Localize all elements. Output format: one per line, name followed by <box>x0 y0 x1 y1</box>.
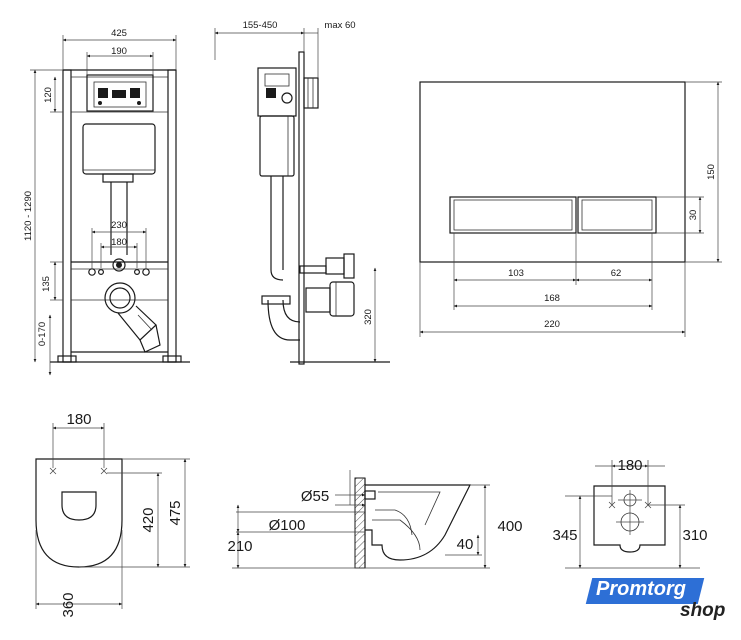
drain-height-label: 320 <box>363 309 374 325</box>
inlet-diameter-label: Ø55 <box>301 488 329 505</box>
side-depth-label: 155-450 <box>243 20 278 31</box>
bowl-rear-view <box>593 485 666 553</box>
bowl-height-label: 400 <box>497 518 522 535</box>
frame-width-label: 425 <box>111 28 127 39</box>
rear-mount-height-label: 345 <box>552 527 577 544</box>
plate-height-label: 150 <box>706 164 717 180</box>
button-height-label: 30 <box>688 210 699 221</box>
stud-spacing-narrow-label: 180 <box>111 237 127 248</box>
bowl-rear-dimensions: 180 345 310 <box>552 457 708 569</box>
bowl-length-outer-label: 475 <box>167 500 184 525</box>
bowl-width-label: 360 <box>60 592 77 617</box>
buttons-total-label: 168 <box>544 293 560 304</box>
rim-offset-label: 40 <box>457 536 474 553</box>
frame-side-view <box>257 51 390 365</box>
rear-outlet-height-label: 310 <box>682 527 707 544</box>
top-offset-label: 120 <box>43 87 54 103</box>
left-button-label: 103 <box>508 268 524 279</box>
frame-height-label: 1120 - 1290 <box>23 191 34 241</box>
brand-logo-word: Promtorg <box>596 578 686 600</box>
flush-plate-dimensions: 150 30 103 62 168 220 <box>419 81 722 337</box>
bowl-side-dimensions: Ø55 Ø100 210 400 40 <box>227 470 523 569</box>
outlet-diameter-label: Ø100 <box>269 517 306 534</box>
frame-side-dimensions: 155-450 max 60 320 <box>214 20 377 363</box>
bowl-side-view <box>354 477 471 569</box>
plate-width-label: 220 <box>544 319 560 330</box>
stud-spacing-wide-label: 230 <box>111 220 127 231</box>
wall-offset-label: max 60 <box>324 20 355 31</box>
foot-adjust-label: 0-170 <box>37 322 48 346</box>
bolt-height-label: 135 <box>41 276 52 292</box>
rear-bolt-spacing-label: 180 <box>617 457 642 474</box>
bowl-bolt-spacing-label: 180 <box>66 411 91 428</box>
right-button-label: 62 <box>611 268 622 279</box>
cistern-width-label: 190 <box>111 46 127 57</box>
bowl-top-dimensions: 180 475 420 360 <box>35 411 190 618</box>
frame-front-view <box>50 69 190 363</box>
frame-front-dimensions: 425 190 1120 - 1290 120 230 180 135 0-17… <box>23 28 177 376</box>
outlet-height-label: 210 <box>227 538 252 555</box>
bowl-length-inner-label: 420 <box>140 507 157 532</box>
brand-logo-suffix: shop <box>680 600 726 621</box>
bowl-top-view <box>35 458 123 568</box>
flush-plate <box>419 81 686 263</box>
